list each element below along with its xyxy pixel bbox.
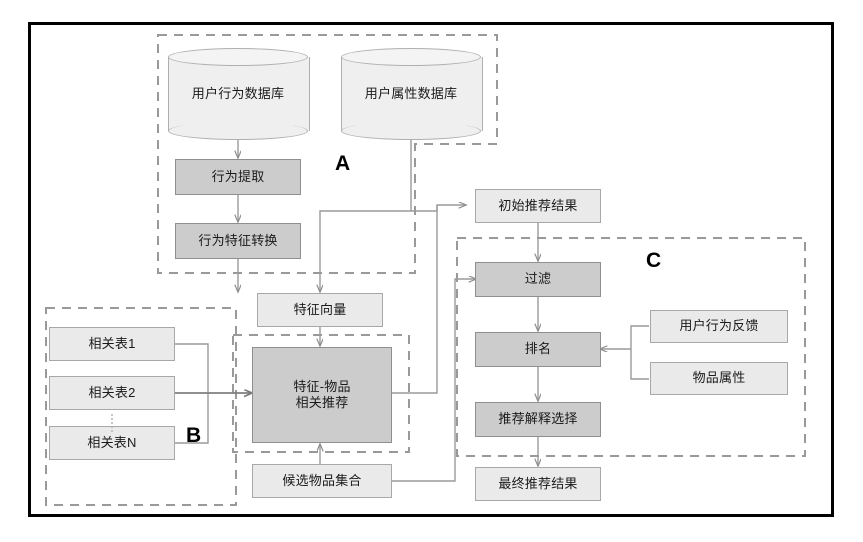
cylinder-top — [341, 48, 481, 66]
group-label-c: C — [646, 249, 662, 272]
node-user-attr-db[interactable]: 用户属性数据库 — [341, 48, 483, 140]
node-item-attribute[interactable]: 物品属性 — [650, 362, 788, 395]
node-ranking[interactable]: 排名 — [475, 332, 601, 367]
node-rec-explain-select[interactable]: 推荐解释选择 — [475, 402, 601, 437]
node-behavior-feature-transform[interactable]: 行为特征转换 — [175, 223, 301, 259]
rel-table-ellipsis-icon — [110, 414, 113, 432]
node-label-line1: 特征-物品 — [293, 378, 351, 394]
group-label-b: B — [186, 424, 202, 447]
cylinder-bottom — [341, 122, 481, 140]
node-filter[interactable]: 过滤 — [475, 262, 601, 297]
cylinder-top — [168, 48, 308, 66]
cylinder-body — [168, 57, 310, 131]
node-candidate-item-set[interactable]: 候选物品集合 — [252, 464, 392, 498]
node-user-behavior-feedback[interactable]: 用户行为反馈 — [650, 310, 788, 343]
node-feature-vector[interactable]: 特征向量 — [257, 293, 383, 327]
group-label-a: A — [335, 152, 351, 175]
node-rel-table-1[interactable]: 相关表1 — [49, 327, 175, 361]
cylinder-body — [341, 57, 483, 131]
node-rel-table-2[interactable]: 相关表2 — [49, 376, 175, 410]
cylinder-bottom — [168, 122, 308, 140]
node-label-line2: 相关推荐 — [295, 395, 349, 410]
node-label: 用户行为数据库 — [191, 85, 285, 101]
node-user-behavior-db[interactable]: 用户行为数据库 — [168, 48, 310, 140]
node-initial-rec-result[interactable]: 初始推荐结果 — [475, 189, 601, 223]
node-behavior-extract[interactable]: 行为提取 — [175, 159, 301, 195]
node-feature-item-rec[interactable]: 特征-物品 相关推荐 — [252, 347, 392, 443]
node-label: 用户属性数据库 — [364, 85, 458, 101]
node-final-rec-result[interactable]: 最终推荐结果 — [475, 467, 601, 501]
